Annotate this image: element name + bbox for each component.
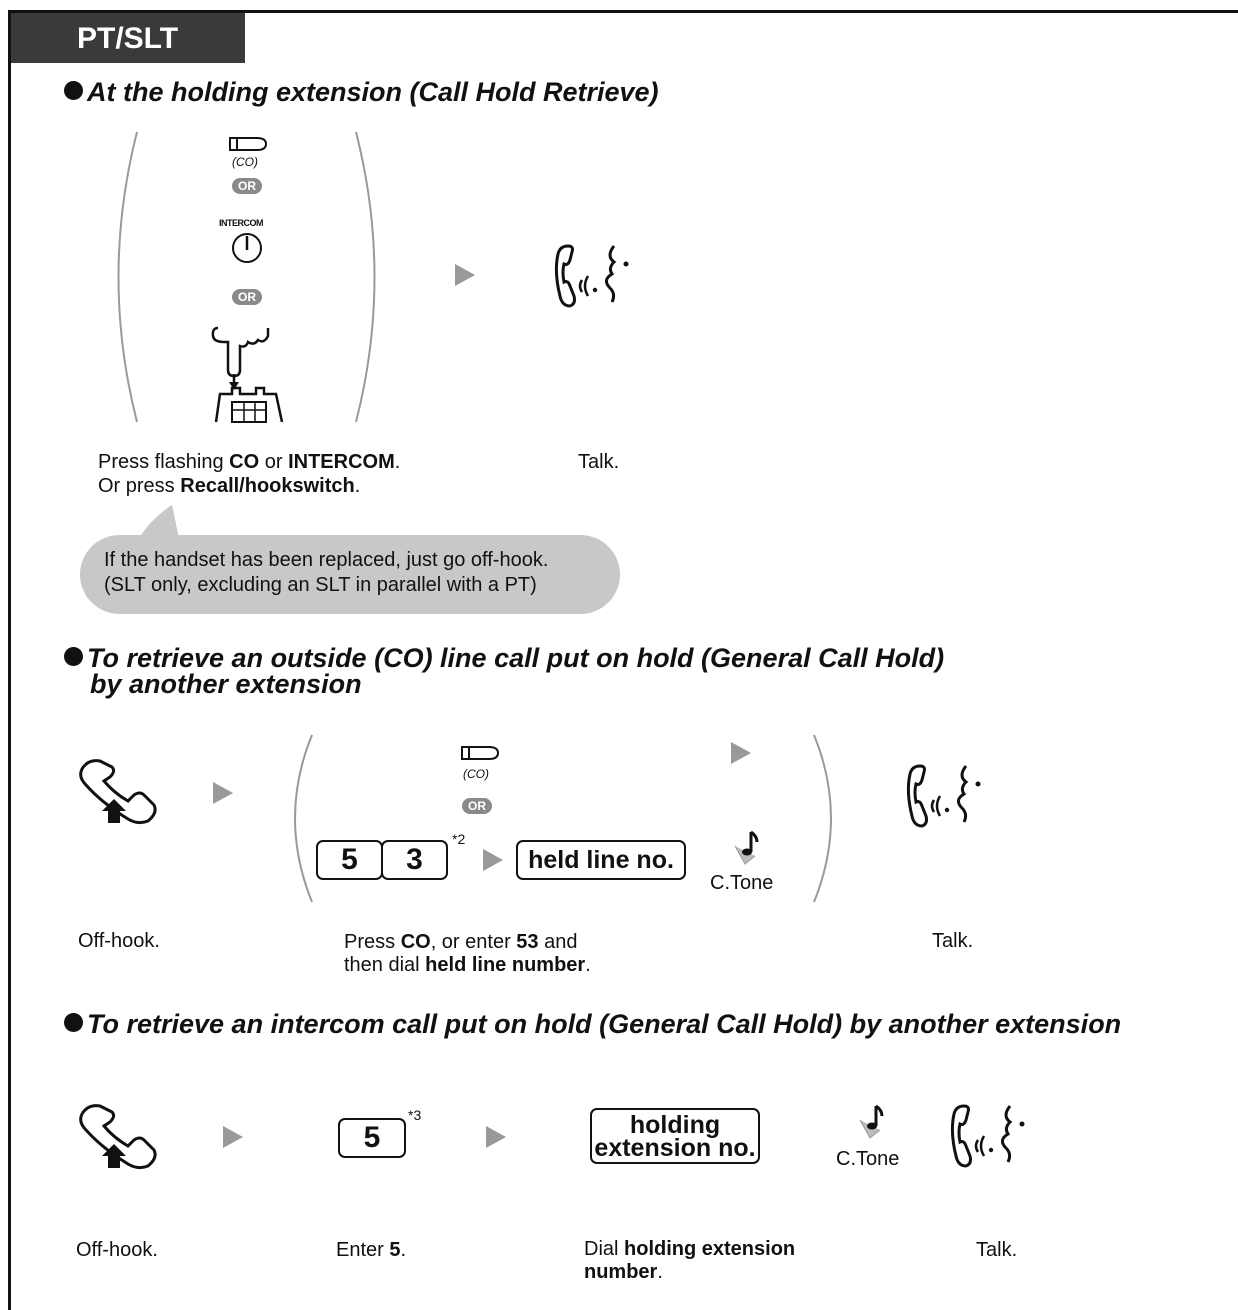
offhook-caption: Off-hook. — [76, 1239, 158, 1261]
section3-heading: To retrieve an intercom call put on hold… — [64, 1009, 1122, 1039]
enter-caption: Enter 5. — [336, 1238, 406, 1262]
caption-bold: 53 — [516, 931, 539, 953]
confirmation-tone-icon — [734, 830, 759, 865]
page-frame — [8, 10, 1238, 1310]
caption-bold: held line number — [425, 954, 586, 976]
bullet-icon — [64, 647, 83, 666]
footnote-mark: *3 — [408, 1107, 422, 1123]
caption-bold: INTERCOM — [288, 451, 395, 473]
intercom-button-icon — [232, 233, 262, 263]
caption-text: then dial — [344, 954, 426, 976]
co-label: (CO) — [232, 155, 258, 169]
talk-icon — [906, 764, 981, 828]
section1-heading-text: At the holding extension (Call Hold Retr… — [87, 77, 659, 107]
co-button-icon — [461, 746, 500, 760]
press-co-caption: Press CO, or enter 53 and then dial held… — [344, 931, 591, 977]
caption-text: Or press — [98, 475, 181, 497]
section3-heading-text: To retrieve an intercom call put on hold… — [87, 1009, 1122, 1039]
dial-key-3: 3 — [381, 840, 448, 880]
dial-caption: Dial holding extension number. — [584, 1238, 795, 1284]
arrow-right-icon — [483, 849, 503, 871]
section-tab: PT/SLT — [11, 13, 245, 63]
bullet-icon — [64, 1013, 83, 1032]
bullet-icon — [64, 81, 83, 100]
caption-text: Press — [344, 931, 401, 953]
arrow-right-icon — [486, 1126, 506, 1148]
caption-bold: holding extension — [624, 1238, 796, 1260]
section2-heading: To retrieve an outside (CO) line call pu… — [64, 643, 945, 699]
or-badge: OR — [232, 289, 262, 305]
caption-text: . — [394, 451, 401, 473]
caption-bold: CO — [400, 931, 431, 953]
note-line: (SLT only, excluding an SLT in parallel … — [104, 574, 537, 596]
caption-text: Press flashing — [98, 451, 230, 473]
or-badge: OR — [232, 178, 262, 194]
caption-text: Enter — [336, 1239, 390, 1261]
held-line-number-key: held line no. — [516, 840, 686, 880]
off-hook-icon — [79, 1104, 157, 1170]
arrow-right-icon — [213, 782, 233, 804]
talk-caption: Talk. — [578, 451, 620, 473]
co-button-icon — [229, 137, 268, 151]
talk-caption: Talk. — [932, 930, 974, 952]
section2-heading-line2: by another extension — [90, 669, 362, 699]
caption-text: or — [259, 451, 289, 473]
note-bubble: If the handset has been replaced, just g… — [80, 535, 620, 614]
caption-text: and — [538, 931, 578, 953]
caption-text: Dial — [584, 1238, 625, 1260]
holding-extension-number-key: holding extension no. — [590, 1108, 760, 1164]
caption-text: , or enter — [430, 931, 517, 953]
talk-caption: Talk. — [976, 1239, 1018, 1261]
confirmation-tone-icon — [859, 1104, 884, 1139]
bubble-tail — [136, 505, 180, 543]
caption-text: . — [585, 954, 591, 976]
off-hook-icon — [79, 759, 157, 825]
section1-heading: At the holding extension (Call Hold Retr… — [64, 77, 659, 107]
caption-bold: CO — [229, 451, 260, 473]
key-line: holding — [629, 1111, 721, 1139]
arrow-right-icon — [455, 264, 475, 286]
ctone-label: C.Tone — [836, 1148, 900, 1170]
key-line: extension no. — [594, 1134, 756, 1162]
caption-text: . — [354, 475, 361, 497]
caption-bold: Recall/hookswitch — [180, 475, 355, 497]
arrow-right-icon — [223, 1126, 243, 1148]
note-line: If the handset has been replaced, just g… — [104, 549, 549, 571]
dial-key-5: 5 — [338, 1118, 406, 1158]
caption-bold: 5 — [389, 1239, 401, 1261]
arrow-right-icon — [731, 742, 751, 764]
caption-text: . — [400, 1239, 407, 1261]
ctone-label: C.Tone — [710, 872, 774, 894]
or-badge: OR — [462, 798, 492, 814]
talk-icon — [554, 244, 629, 308]
section2-heading-line1: To retrieve an outside (CO) line call pu… — [87, 643, 945, 673]
caption-text: . — [657, 1261, 663, 1283]
co-label: (CO) — [463, 767, 489, 781]
caption-bold: number — [584, 1261, 658, 1283]
hookswitch-press-icon — [211, 326, 284, 423]
intercom-label: INTERCOM — [219, 218, 264, 228]
offhook-caption: Off-hook. — [78, 930, 160, 952]
press-caption: Press flashing CO or INTERCOM. Or press … — [98, 450, 400, 498]
footnote-mark: *2 — [452, 831, 466, 847]
dial-key-5: 5 — [316, 840, 383, 880]
talk-icon — [950, 1104, 1025, 1168]
